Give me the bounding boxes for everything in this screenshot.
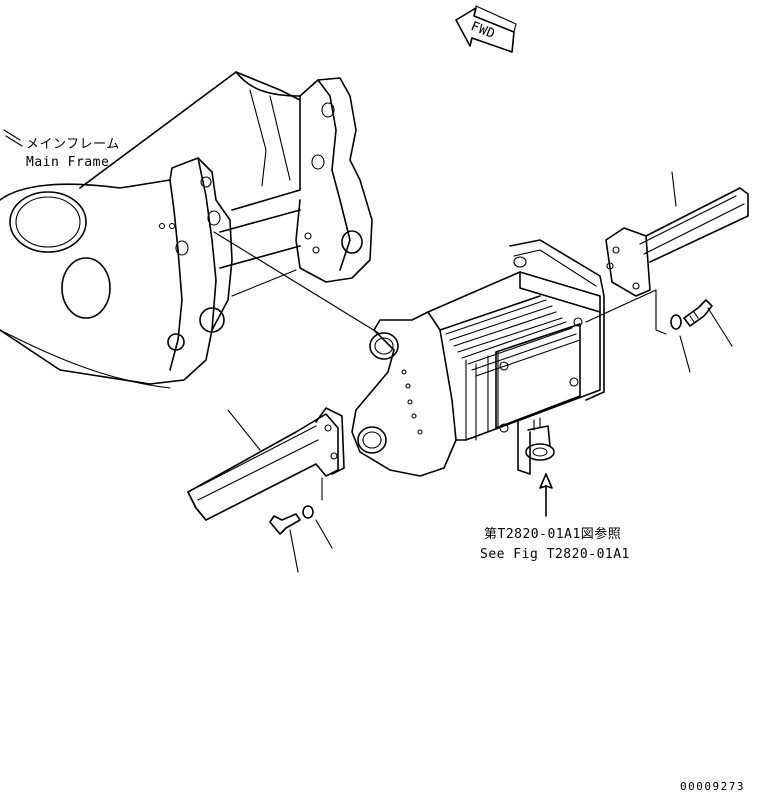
- bolt-holes: [402, 370, 422, 434]
- left-arm: [188, 408, 344, 520]
- right-bolt: [671, 300, 732, 372]
- cooling-fins: [446, 300, 580, 440]
- right-arm: [586, 172, 748, 334]
- drawing-number: 00009273: [680, 780, 745, 793]
- frame-leader-line: [214, 232, 380, 334]
- reference-label-jp: 第T2820-01A1図参照: [484, 526, 621, 542]
- main-frame-label-jp: メインフレーム: [26, 137, 120, 152]
- center-bracket-assembly: [352, 240, 604, 476]
- reference-arrow: [540, 474, 552, 516]
- main-frame-label-en: Main Frame: [26, 155, 109, 170]
- left-bolt: [270, 506, 332, 572]
- reference-label-en: See Fig T2820-01A1: [480, 547, 630, 562]
- fwd-arrow-icon: FWD: [456, 6, 516, 52]
- main-frame: [0, 72, 372, 388]
- main-frame-callout: メインフレーム Main Frame: [4, 130, 120, 170]
